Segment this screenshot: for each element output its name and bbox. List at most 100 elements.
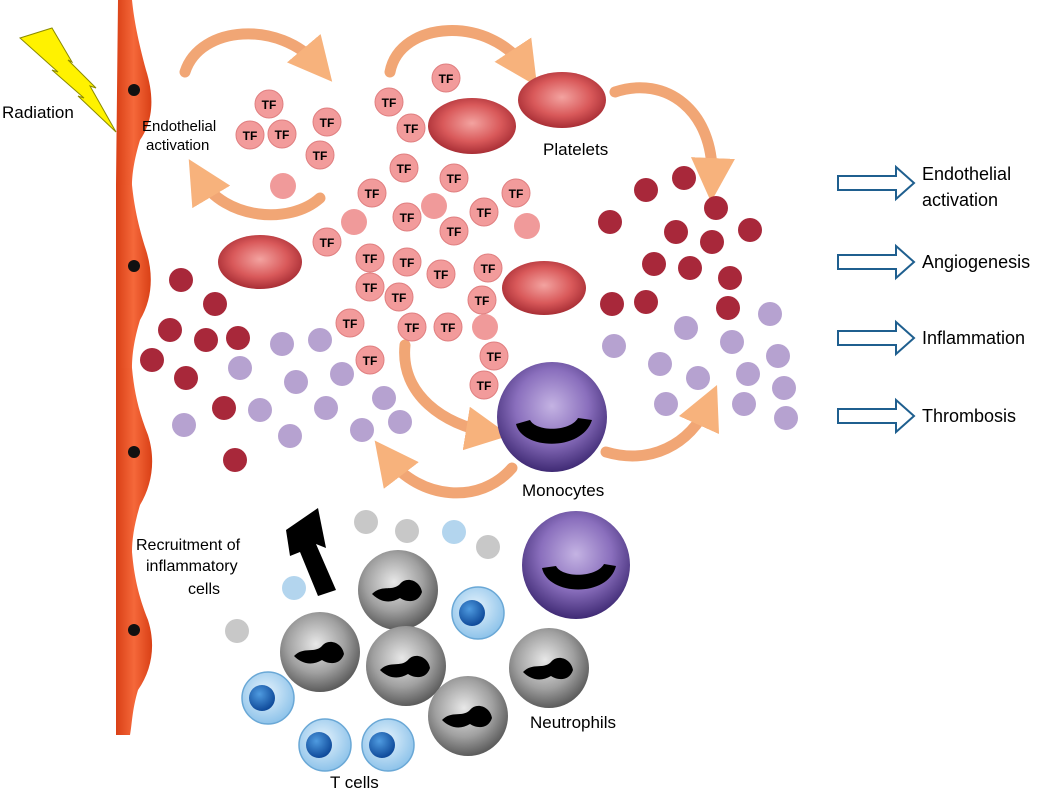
tf-label: TF (477, 379, 492, 393)
tf-label: TF (320, 236, 335, 250)
tf-particle: TF (355, 243, 385, 273)
lightning-bolt-icon (19, 27, 117, 133)
platelet (218, 235, 302, 289)
tf-particle: TF (439, 163, 469, 193)
tf-label: TF (475, 294, 490, 308)
neutrophils-label: Neutrophils (530, 713, 616, 732)
curved-arrow (374, 440, 518, 499)
red-particle (203, 292, 227, 316)
tf-particle: TF (469, 197, 499, 227)
red-particle (664, 220, 688, 244)
tf-label: TF (382, 96, 397, 110)
platelet (518, 72, 606, 128)
red-particle (226, 326, 250, 350)
hollow-right-arrow-icon (837, 319, 916, 357)
tf-label: TF (363, 354, 378, 368)
curved-arrow (384, 25, 538, 87)
tf-label: TF (434, 268, 449, 282)
endothelial-nucleus (128, 260, 140, 272)
tf-particle: TF (396, 113, 426, 143)
red-particle (140, 348, 164, 372)
outcome-item: Thrombosis (837, 397, 1016, 435)
red-particle (716, 296, 740, 320)
curved-arrow (399, 339, 510, 451)
red-particle (678, 256, 702, 280)
tf-label: TF (243, 129, 258, 143)
neutrophil-nucleus (523, 657, 573, 680)
monocyte (497, 362, 607, 472)
red-particle (600, 292, 624, 316)
tf-label: TF (487, 350, 502, 364)
pink-particle (514, 213, 540, 239)
red-particle (223, 448, 247, 472)
purple-particles (172, 302, 798, 448)
t-cells-label: T cells (330, 773, 379, 792)
neutrophil (509, 628, 589, 708)
endothelium-layer (116, 0, 153, 735)
t-cell (451, 586, 505, 640)
tf-particle: TF (312, 107, 342, 137)
tf-label: TF (365, 187, 380, 201)
radiation-label: Radiation (2, 103, 74, 122)
monocyte-nucleus (516, 418, 592, 444)
tf-particle: TF (439, 216, 469, 246)
tf-particle: TF (335, 308, 365, 338)
outcomes-list: EndothelialactivationAngiogenesisInflamm… (837, 164, 1030, 435)
t-cell (241, 671, 295, 725)
small-particles (225, 510, 500, 643)
pink-particles (270, 173, 540, 340)
tf-label: TF (509, 187, 524, 201)
curved-arrow (188, 159, 326, 221)
purple-particle (172, 413, 196, 437)
recruitment-label: cells (188, 581, 220, 598)
endothelial-activation-label: activation (146, 137, 209, 154)
outcome-label: activation (922, 190, 998, 210)
tf-particle: TF (235, 120, 265, 150)
tf-label: TF (400, 211, 415, 225)
grey-particle (395, 519, 419, 543)
neutrophil (428, 676, 508, 756)
t-cell-nucleus (249, 685, 275, 711)
purple-particle (648, 352, 672, 376)
endothelial-activation-label: Endothelial (142, 118, 216, 135)
monocyte (522, 511, 630, 619)
purple-particle (772, 376, 796, 400)
endothelial-nucleus (128, 446, 140, 458)
monocytes (497, 362, 630, 619)
tf-particle: TF (473, 253, 503, 283)
tf-label: TF (447, 172, 462, 186)
platelet (428, 98, 516, 154)
tf-label: TF (441, 321, 456, 335)
red-particle (169, 268, 193, 292)
red-particle (212, 396, 236, 420)
tf-particles: TF TF TF TF TF TF TF TF TF TF TF TF TF TF TF TF TF TF TF TF… (235, 63, 531, 400)
tf-label: TF (313, 149, 328, 163)
neutrophil (358, 550, 438, 630)
t-cell-nucleus (459, 600, 485, 626)
purple-particle (308, 328, 332, 352)
grey-particle (354, 510, 378, 534)
tf-label: TF (320, 116, 335, 130)
tf-label: TF (275, 128, 290, 142)
neutrophil-nucleus (380, 655, 430, 678)
tf-particle: TF (392, 247, 422, 277)
tf-label: TF (392, 291, 407, 305)
t-cell-nucleus (369, 732, 395, 758)
hollow-right-arrow-icon (837, 397, 916, 435)
pink-particle (421, 193, 447, 219)
purple-particle (774, 406, 798, 430)
hollow-right-arrow-icon (837, 243, 916, 281)
tf-label: TF (447, 225, 462, 239)
neutrophil (366, 626, 446, 706)
purple-particle (732, 392, 756, 416)
neutrophil-nucleus (294, 641, 344, 664)
red-particles (140, 166, 762, 472)
curved-arrow (600, 384, 720, 462)
platelets-label: Platelets (543, 140, 608, 159)
endothelial-nucleus (128, 84, 140, 96)
red-particle (634, 290, 658, 314)
tf-particle: TF (426, 259, 456, 289)
red-particle (174, 366, 198, 390)
